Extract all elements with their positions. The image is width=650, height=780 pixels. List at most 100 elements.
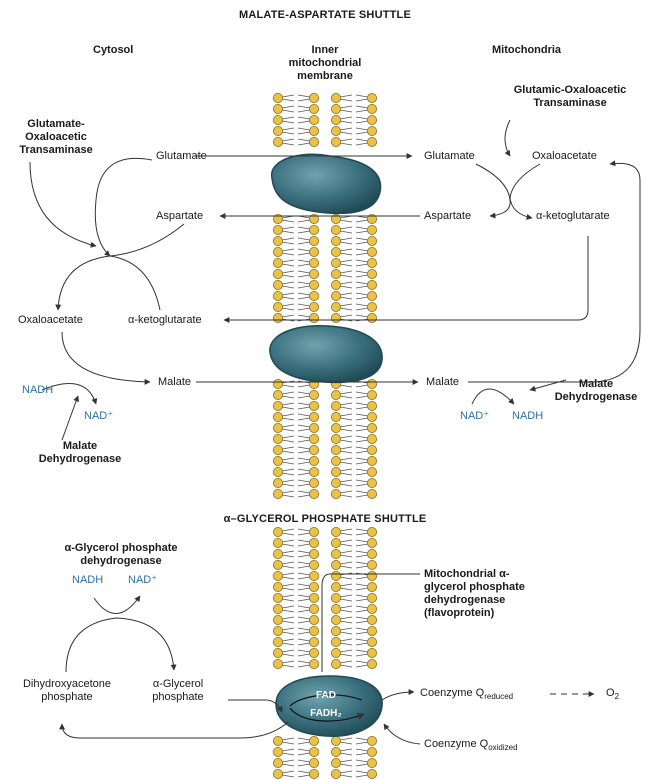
lipid-tail bbox=[298, 639, 310, 645]
lipid-head bbox=[273, 582, 282, 591]
lipid-tail bbox=[340, 595, 352, 601]
nad-glycerol-label: NAD⁺ bbox=[128, 574, 157, 587]
lipid-tail bbox=[282, 584, 294, 590]
lipid-head bbox=[273, 593, 282, 602]
lipid-tail bbox=[282, 760, 294, 766]
g3p-label: α-Glycerol phosphate bbox=[138, 678, 218, 704]
lipid-tail bbox=[340, 480, 352, 486]
lipid-head bbox=[309, 137, 318, 146]
lipid-tail bbox=[298, 128, 310, 134]
lipid-tail bbox=[298, 304, 310, 310]
lipid-head bbox=[273, 736, 282, 745]
lipid-tail bbox=[340, 403, 352, 409]
lipid-tail bbox=[298, 282, 310, 288]
lipid-head bbox=[309, 313, 318, 322]
lipid-tail bbox=[356, 216, 368, 222]
lipid-head bbox=[367, 313, 376, 322]
lipid-tail bbox=[340, 95, 352, 101]
lipid-head bbox=[331, 527, 340, 536]
lipid-tail bbox=[356, 293, 368, 299]
lipid-bilayer-glycerol bbox=[273, 527, 376, 778]
fadh2-label: FADH₂ bbox=[304, 708, 348, 720]
lipid-head bbox=[273, 137, 282, 146]
glutamate-cytosol-label: Glutamate bbox=[156, 150, 207, 163]
lipid-tail bbox=[340, 738, 352, 744]
lipid-tail bbox=[340, 551, 352, 557]
lipid-head bbox=[309, 225, 318, 234]
lipid-head bbox=[273, 560, 282, 569]
lipid-head bbox=[273, 769, 282, 778]
lipid-head bbox=[367, 560, 376, 569]
lipid-tail bbox=[356, 414, 368, 420]
lipid-tail bbox=[356, 238, 368, 244]
lipid-tail bbox=[282, 562, 294, 568]
lipid-head bbox=[273, 467, 282, 476]
lipid-head bbox=[331, 478, 340, 487]
lipid-head bbox=[309, 527, 318, 536]
lipid-head bbox=[273, 247, 282, 256]
lipid-tail bbox=[282, 749, 294, 755]
lipid-head bbox=[309, 247, 318, 256]
lipid-head bbox=[367, 571, 376, 580]
lipid-head bbox=[309, 280, 318, 289]
lipid-head bbox=[331, 769, 340, 778]
lipid-head bbox=[367, 93, 376, 102]
lipid-tail bbox=[298, 106, 310, 112]
lipid-tail bbox=[282, 282, 294, 288]
lipid-tail bbox=[340, 238, 352, 244]
got-mito-enzyme-label: Glutamic-Oxaloacetic Transaminase bbox=[500, 84, 640, 110]
lipid-head bbox=[309, 478, 318, 487]
lipid-head bbox=[331, 390, 340, 399]
lipid-tail bbox=[298, 584, 310, 590]
lipid-head bbox=[331, 571, 340, 580]
lipid-tail bbox=[356, 480, 368, 486]
lipid-tail bbox=[356, 760, 368, 766]
lipid-head bbox=[309, 736, 318, 745]
lipid-tail bbox=[340, 540, 352, 546]
lipid-head bbox=[367, 593, 376, 602]
lipid-tail bbox=[340, 304, 352, 310]
lipid-head bbox=[273, 258, 282, 267]
lipid-head bbox=[273, 313, 282, 322]
fad-label: FAD bbox=[304, 690, 348, 702]
lipid-tail bbox=[340, 260, 352, 266]
lipid-tail bbox=[356, 106, 368, 112]
lipid-tail bbox=[298, 628, 310, 634]
lipid-tail bbox=[340, 271, 352, 277]
lipid-tail bbox=[298, 771, 310, 777]
oxygen-label: O2 bbox=[606, 687, 619, 703]
lipid-head bbox=[309, 104, 318, 113]
lipid-head bbox=[367, 478, 376, 487]
lipid-head bbox=[367, 258, 376, 267]
lipid-tail bbox=[356, 117, 368, 123]
lipid-tail bbox=[356, 458, 368, 464]
lipid-head bbox=[309, 258, 318, 267]
lipid-head bbox=[273, 379, 282, 388]
lipid-head bbox=[273, 302, 282, 311]
lipid-tail bbox=[282, 551, 294, 557]
lipid-head bbox=[309, 593, 318, 602]
lipid-head bbox=[273, 412, 282, 421]
lipid-tail bbox=[298, 529, 310, 535]
lipid-tail bbox=[298, 95, 310, 101]
lipid-head bbox=[273, 615, 282, 624]
lipid-tail bbox=[298, 414, 310, 420]
lipid-tail bbox=[298, 447, 310, 453]
lipid-head bbox=[367, 126, 376, 135]
lipid-tail bbox=[298, 595, 310, 601]
lipid-tail bbox=[298, 117, 310, 123]
lipid-head bbox=[309, 236, 318, 245]
lipid-tail bbox=[282, 617, 294, 623]
lipid-head bbox=[309, 456, 318, 465]
lipid-tail bbox=[340, 128, 352, 134]
lipid-head bbox=[273, 538, 282, 547]
lipid-tail bbox=[356, 403, 368, 409]
lipid-tail bbox=[340, 562, 352, 568]
lipid-tail bbox=[282, 595, 294, 601]
lipid-head bbox=[367, 604, 376, 613]
dhap-label: Dihydroxyacetone phosphate bbox=[14, 678, 120, 704]
lipid-head bbox=[309, 434, 318, 443]
malate-mito-label: Malate bbox=[426, 376, 459, 389]
lipid-tail bbox=[298, 392, 310, 398]
lipid-tail bbox=[356, 260, 368, 266]
